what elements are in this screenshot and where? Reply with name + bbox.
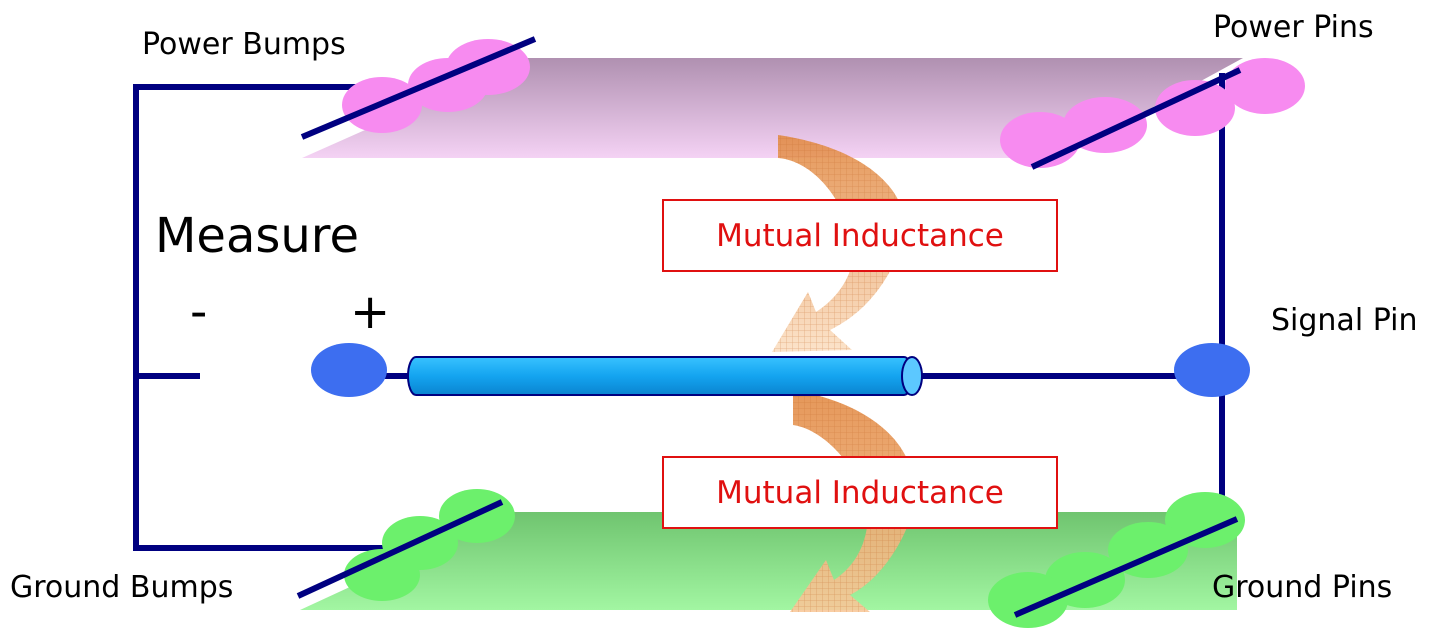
power-pins	[1000, 58, 1305, 170]
ground-bumps	[296, 489, 515, 601]
power-bumps-label: Power Bumps	[142, 27, 346, 62]
ground-pins	[988, 492, 1245, 628]
plus-label: +	[350, 284, 391, 340]
lower-coupling-arrow	[790, 390, 915, 612]
ground-pins-label: Ground Pins	[1212, 570, 1393, 605]
ground-bumps-label: Ground Bumps	[10, 570, 234, 605]
plus-terminal-node	[311, 343, 387, 397]
upper-coupling-arrow	[772, 135, 905, 352]
minus-label: -	[190, 284, 208, 340]
mutual-inductance-top-box: Mutual Inductance	[662, 199, 1058, 272]
power-pins-label: Power Pins	[1213, 10, 1374, 45]
signal-trace	[407, 356, 923, 396]
mutual-inductance-bottom-box: Mutual Inductance	[662, 456, 1058, 529]
power-bumps	[300, 36, 537, 140]
signal-pin-label: Signal Pin	[1271, 303, 1418, 338]
measure-label: Measure	[155, 208, 359, 264]
left-wire	[133, 84, 404, 551]
signal-pin-node	[1174, 343, 1250, 397]
